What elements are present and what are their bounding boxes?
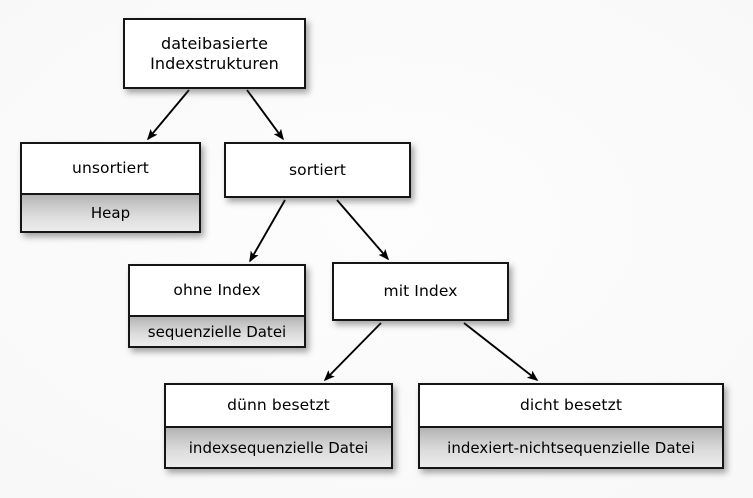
node-dicht-besetzt-subtitle: indexiert-nichtsequenzielle Datei	[420, 426, 722, 467]
node-duenn-besetzt-subtitle: indexsequenzielle Datei	[166, 426, 391, 467]
node-mit-index[interactable]: mit Index	[332, 262, 509, 321]
node-duenn-besetzt-title: dünn besetzt	[166, 385, 391, 426]
node-unsortiert-subtitle: Heap	[22, 193, 199, 231]
node-unsortiert[interactable]: unsortiert Heap	[20, 142, 201, 233]
edge-sortiert-to-ohne-index	[249, 199, 286, 263]
node-root-title: dateibasierte Indexstrukturen	[125, 20, 304, 87]
node-dicht-besetzt[interactable]: dicht besetzt indexiert-nichtsequenziell…	[418, 383, 724, 469]
node-mit-index-title: mit Index	[334, 264, 507, 319]
node-sortiert[interactable]: sortiert	[224, 142, 411, 198]
node-ohne-index-title: ohne Index	[130, 266, 304, 315]
node-unsortiert-title: unsortiert	[22, 144, 199, 193]
edge-root-to-sortiert	[246, 89, 284, 141]
node-duenn-besetzt[interactable]: dünn besetzt indexsequenzielle Datei	[164, 383, 393, 469]
node-dicht-besetzt-title: dicht besetzt	[420, 385, 722, 426]
edge-mit-index-to-dicht	[463, 322, 539, 381]
node-sortiert-title: sortiert	[226, 144, 409, 196]
node-dateibasierte-indexstrukturen[interactable]: dateibasierte Indexstrukturen	[123, 18, 306, 89]
edge-root-to-unsortiert	[146, 89, 190, 141]
node-ohne-index[interactable]: ohne Index sequenzielle Datei	[128, 264, 306, 348]
edge-mit-index-to-duenn	[323, 322, 382, 382]
node-ohne-index-subtitle: sequenzielle Datei	[130, 315, 304, 346]
edge-sortiert-to-mit-index	[336, 199, 390, 261]
